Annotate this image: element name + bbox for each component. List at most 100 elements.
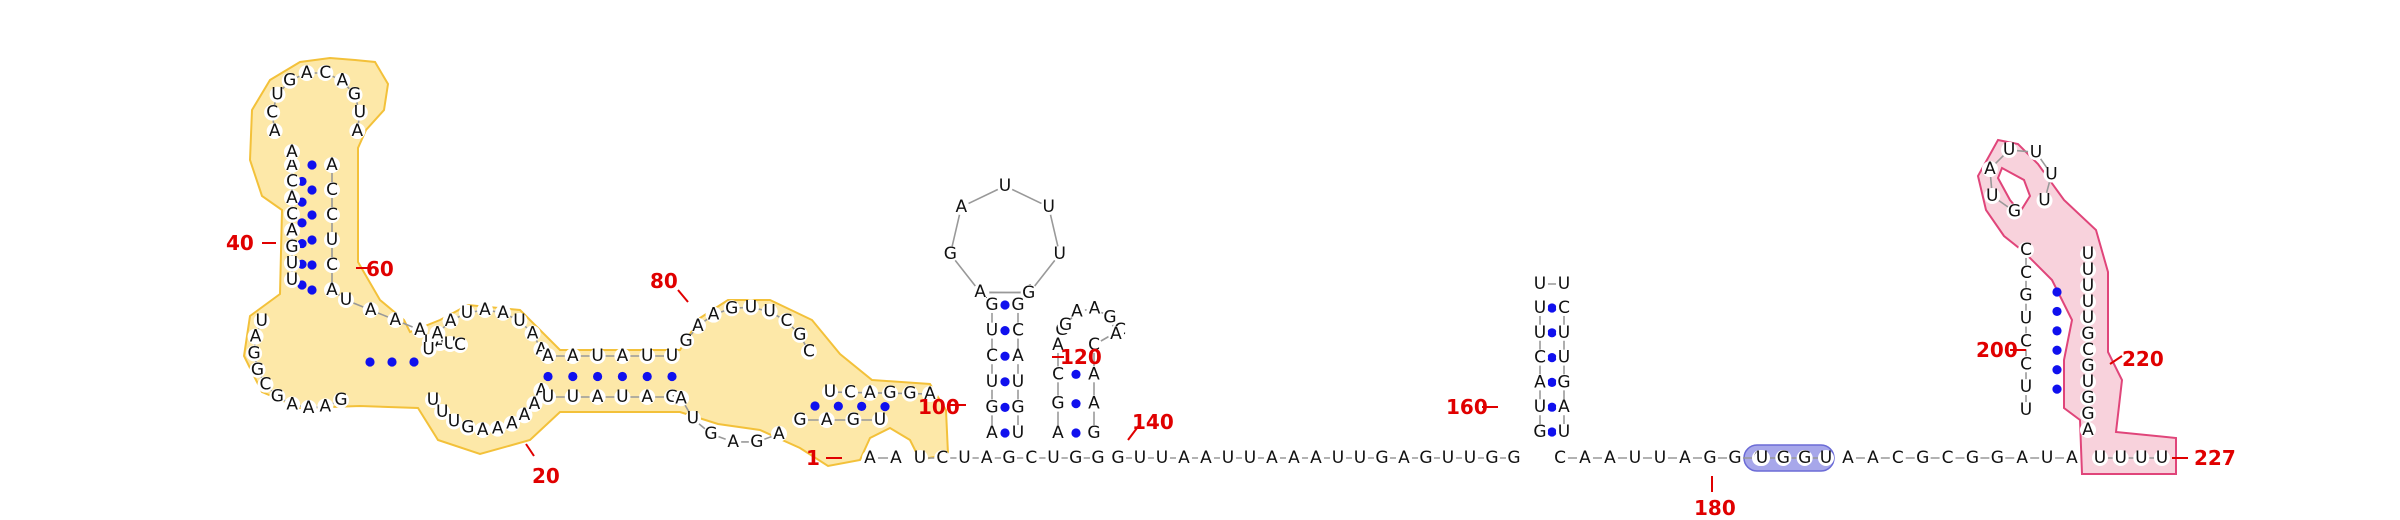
base-pair [297, 218, 307, 228]
nucleotide-big-loop-top: A [708, 305, 720, 325]
nucleotide-backdrop [1727, 450, 1743, 466]
nucleotide-backdrop [1532, 276, 1548, 292]
nucleotide-backdrop [324, 282, 340, 298]
nucleotide-backdrop [1264, 450, 1280, 466]
nucleotide-backdrop [953, 198, 970, 215]
base-pair [1000, 326, 1010, 336]
nucleotide-linker1: U [1134, 448, 1146, 468]
nucleotide-backdrop [689, 317, 706, 334]
nucleotide-backdrop [912, 450, 928, 466]
nucleotide-term-3p: U [2082, 244, 2094, 264]
nucleotide-backdrop [284, 206, 300, 223]
nucleotide-backdrop [1532, 374, 1548, 391]
nucleotide-term-3p: U [2082, 308, 2094, 328]
nucleotide-hp2-loop: U [999, 176, 1011, 196]
base-pair [1547, 353, 1557, 363]
nucleotide-backdrop [1556, 349, 1572, 366]
nucleotide-hp2-stem: C [986, 346, 998, 366]
nucleotide-backdrop [723, 300, 740, 317]
nucleotide-backdrop [1110, 450, 1126, 466]
nucleotide-backdrop [257, 376, 274, 393]
nucleotide-backdrop [2080, 358, 2096, 374]
nucleotide-backdrop [1754, 450, 1770, 466]
nucleotide-linker1: A [1288, 448, 1300, 468]
nucleotide-term-loop: U [2030, 142, 2042, 162]
nucleotide-backdrop [564, 348, 581, 364]
nucleotide-backdrop [1702, 450, 1718, 466]
nucleotide-term-3p: U [2082, 276, 2094, 296]
nucleotide-backdrop [1484, 450, 1500, 466]
nucleotide-int-top: U [422, 339, 434, 359]
nucleotide-int-top: A [432, 323, 444, 343]
nucleotide-backdrop [2080, 406, 2096, 422]
nucleotide-helix-top: U [666, 346, 678, 366]
nucleotide-backdrop [1352, 450, 1368, 466]
nucleotide-term-3p: G [2081, 404, 2094, 424]
nucleotide-big-loop-bottom: G [750, 432, 763, 452]
nucleotide-backdrop [984, 425, 1000, 441]
nucleotide-hp3: G [1051, 394, 1064, 414]
nucleotide-hp4: C [1534, 348, 1546, 368]
nucleotide-term-loop: U [2045, 164, 2057, 184]
nucleotide-linker1: A [1266, 448, 1278, 468]
nucleotide-backdrop [2018, 242, 2034, 258]
nucleotide-backdrop [1677, 450, 1693, 466]
nucleotide-term-5p: C [2020, 240, 2032, 260]
nucleotide-backdrop [589, 389, 606, 405]
nucleotide-backdrop [792, 412, 808, 428]
nucleotide-backdrop [922, 386, 938, 402]
backbone-link [1047, 206, 1061, 255]
nucleotide-backdrop [2080, 246, 2096, 262]
nucleotide-linker1: A [1310, 448, 1322, 468]
nucleotide-linker1: A [1200, 448, 1212, 468]
nucleotide-backdrop [1198, 450, 1214, 466]
nucleotide-term-5p: C [2020, 354, 2032, 374]
nucleotide-tail-end: U [2156, 448, 2168, 468]
nucleotide-backdrop [1050, 337, 1066, 353]
base-pair [409, 357, 419, 367]
nucleotide-linker2: C [1554, 448, 1566, 468]
base-pair [857, 401, 867, 411]
nucleotide-backdrop [1050, 425, 1066, 441]
nucleotide-linker1: U [1222, 448, 1234, 468]
nucleotide-backdrop [902, 385, 918, 402]
nucleotide-backdrop [1023, 450, 1040, 466]
nucleotide-big-loop-top: U [763, 302, 775, 322]
nucleotide-bulge-top: G [883, 383, 896, 403]
nucleotide-big-loop-bottom: U [687, 409, 699, 429]
nucleotide-backdrop [614, 348, 631, 364]
nucleotide-backdrop [247, 328, 264, 345]
nucleotide-motif: G [1777, 448, 1790, 468]
nucleotide-backdrop [1220, 450, 1236, 466]
nucleotide-backdrop [942, 246, 959, 263]
nucleotide-backdrop [2133, 450, 2150, 466]
nucleotide-backdrop [284, 222, 300, 239]
position-label-120: 120 [1060, 345, 1102, 369]
nucleotide-hp1-left: G [248, 343, 261, 363]
nucleotide-backdrop [324, 157, 340, 173]
nucleotide-hp3-loop: A [1110, 324, 1122, 344]
nucleotide-hp1: U [326, 230, 338, 250]
nucleotide-backdrop [2039, 450, 2056, 466]
nucleotide-big-loop-bottom: A [727, 432, 739, 452]
nucleotide-int-bottom: A [506, 414, 518, 434]
nucleotide-backdrop [1914, 450, 1931, 466]
position-label-220: 220 [2122, 347, 2164, 371]
nucleotide-backdrop [442, 312, 459, 329]
nucleotide-backdrop [284, 144, 300, 160]
nucleotide-int-bottom: A [492, 419, 504, 439]
base-pair [1000, 402, 1010, 412]
nucleotide-backdrop [452, 337, 468, 353]
nucleotide-hp4-loop: U [1534, 274, 1546, 294]
nucleotide-backdrop [1556, 424, 1572, 440]
nucleotide-backdrop [511, 312, 528, 329]
nucleotide-backdrop [2018, 310, 2034, 327]
position-label-200: 200 [1976, 338, 2018, 362]
nucleotide-hp2-stem: A [1012, 346, 1024, 366]
nucleotide-backdrop [1864, 450, 1881, 466]
base-pair [2052, 365, 2062, 375]
tick-layer [262, 242, 2188, 492]
nucleotide-hp4: U [1558, 348, 1570, 368]
position-label-100: 100 [918, 395, 960, 419]
nucleotide-term-3p: U [2082, 372, 2094, 392]
